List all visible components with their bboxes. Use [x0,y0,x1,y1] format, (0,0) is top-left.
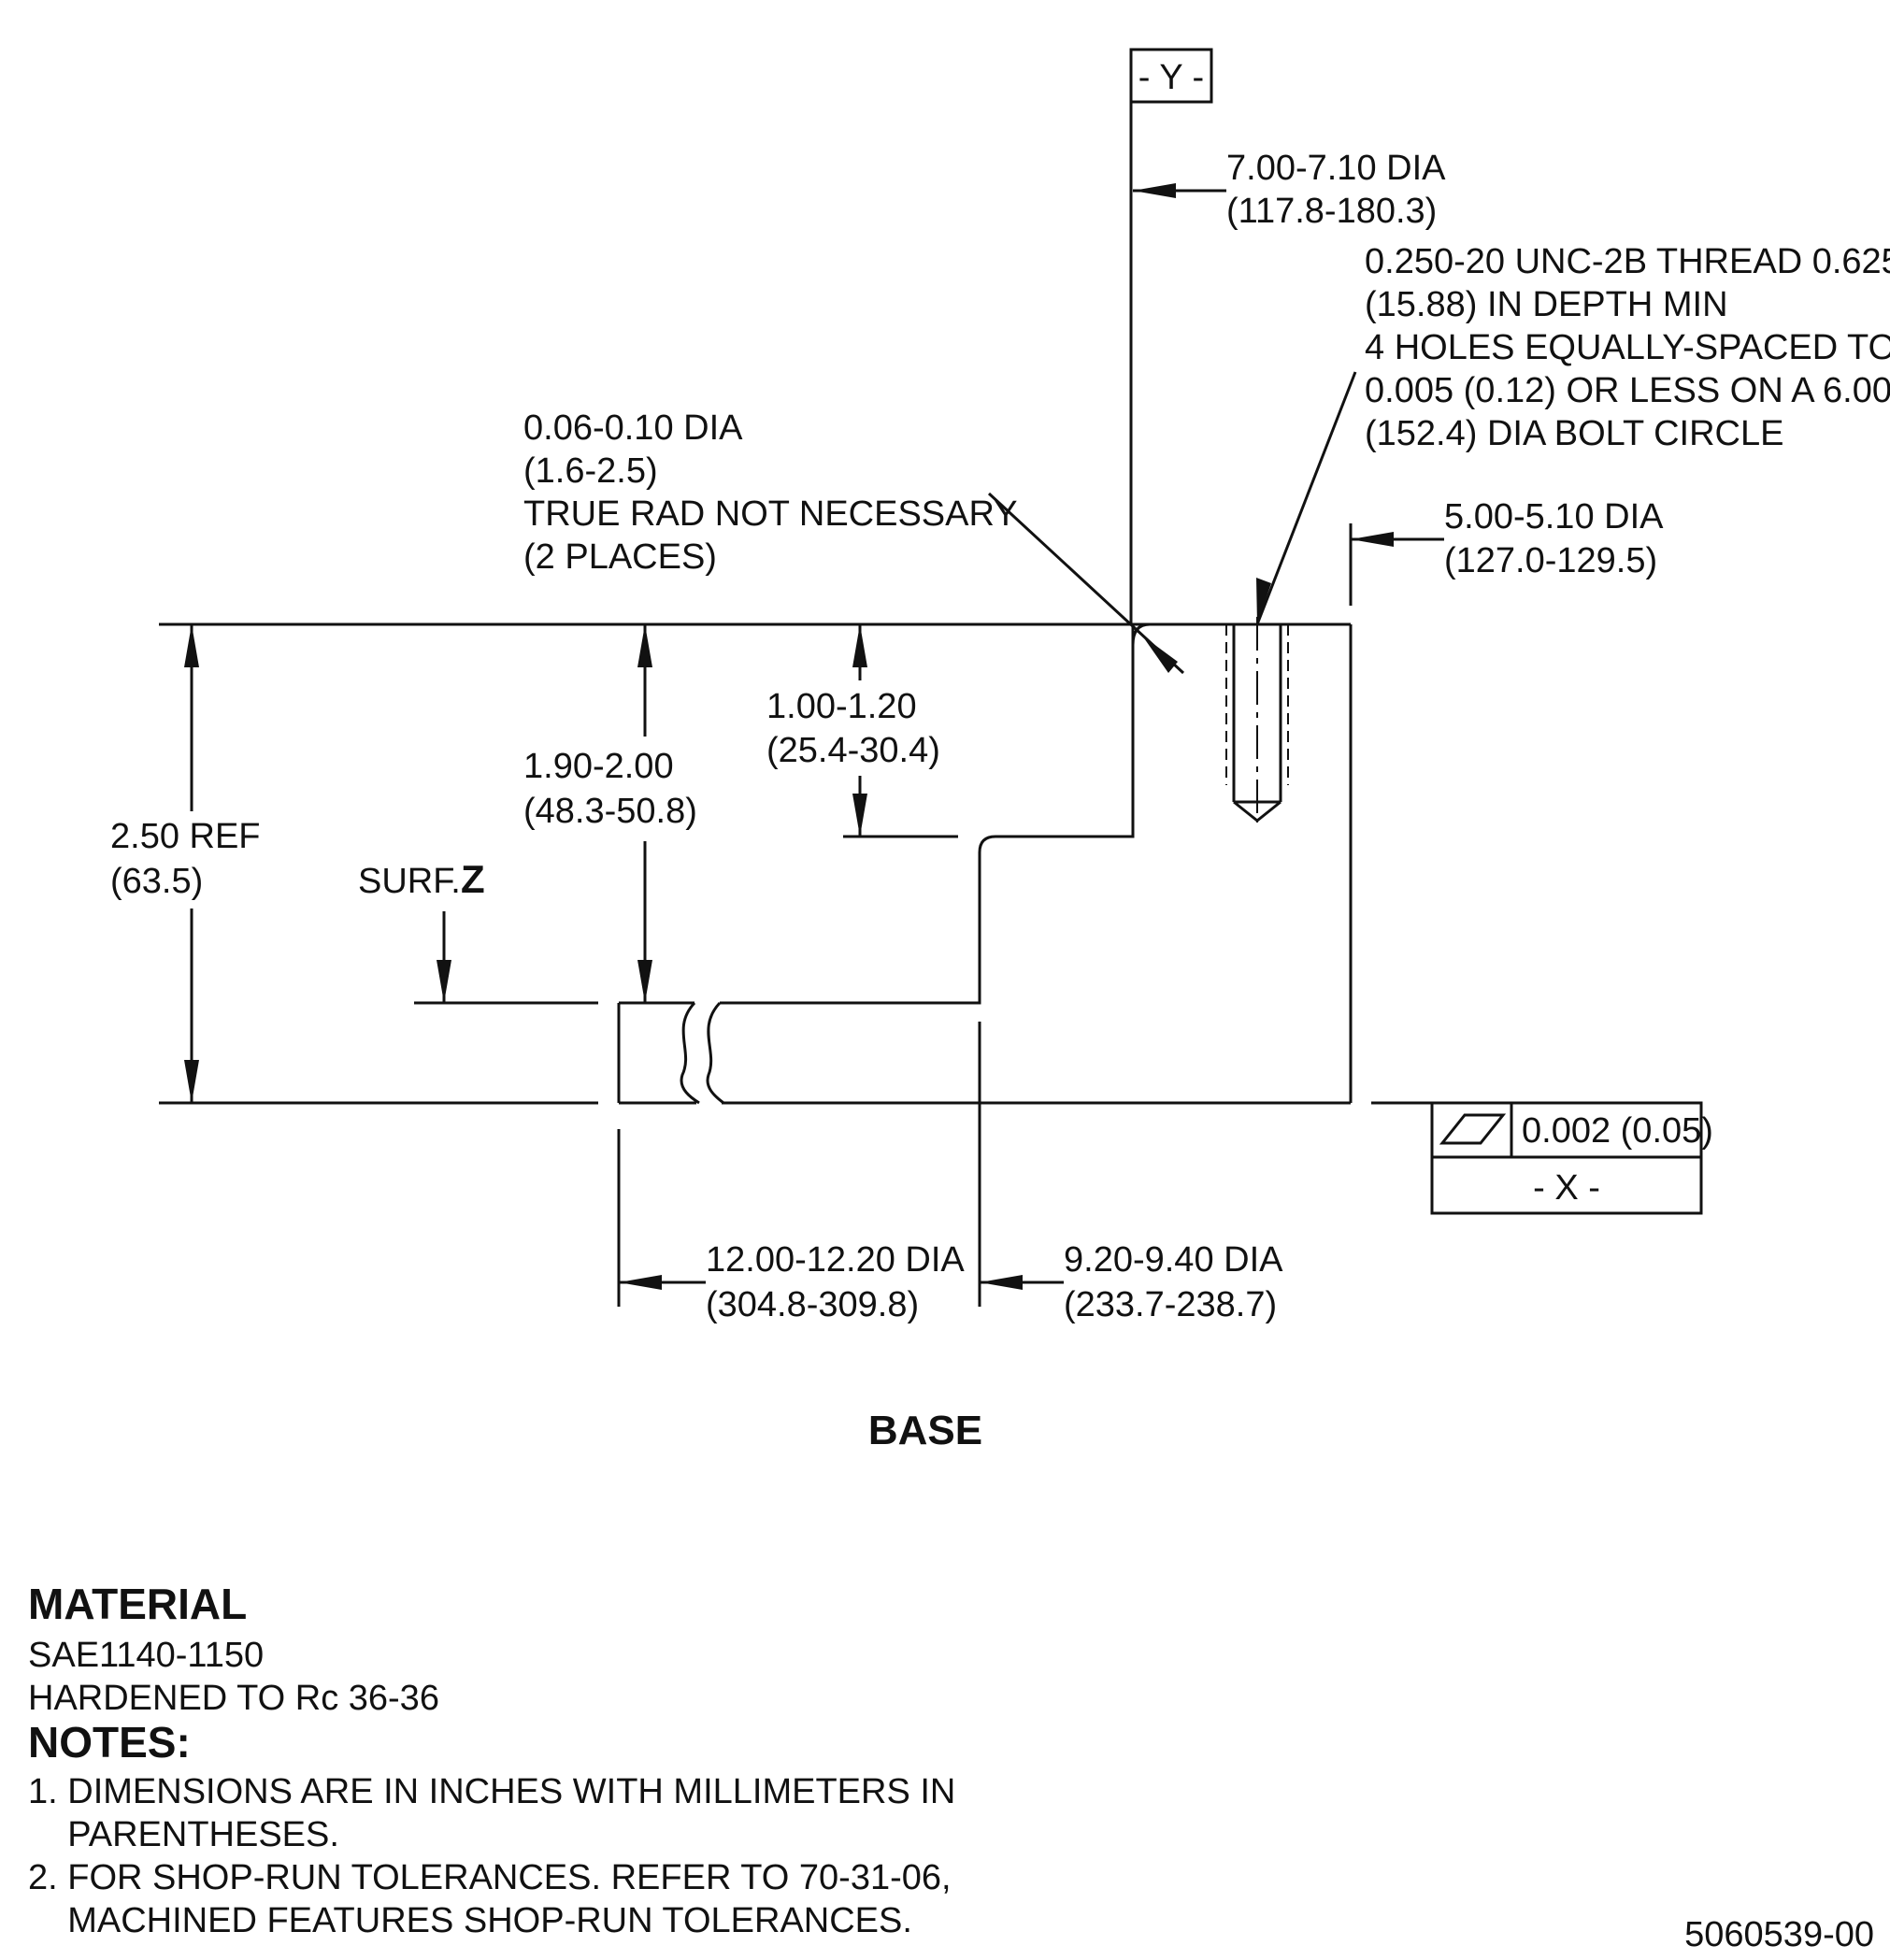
thread-line4: 0.005 (0.12) OR LESS ON A 6.00 [1365,371,1890,410]
dia-7-line2: (117.8-180.3) [1226,192,1437,231]
dim-190-line1: 1.90-2.00 [523,747,674,786]
drawing-number: 5060539-00 [1684,1915,1874,1954]
view-title: BASE [868,1408,982,1453]
surf-label: SURF. [358,862,461,901]
datum-y-label: - Y - [1138,58,1204,97]
surf-letter: Z [461,857,485,901]
threaded-hole [1225,617,1289,823]
note-line1: 1. DIMENSIONS ARE IN INCHES WITH MILLIME… [28,1772,955,1811]
flatness-value: 0.002 (0.05) [1522,1111,1713,1151]
dia-9-line2: (233.7-238.7) [1064,1285,1277,1324]
radius-line2: (1.6-2.5) [523,451,658,491]
dim-190-line2: (48.3-50.8) [523,792,697,831]
part-outline [159,622,1353,1105]
notes-heading: NOTES: [28,1718,191,1767]
dia-7-line1: 7.00-7.10 DIA [1226,149,1446,188]
thread-line3: 4 HOLES EQUALLY-SPACED TO [1365,328,1890,367]
flatness-icon [1439,1113,1507,1145]
thread-line2: (15.88) IN DEPTH MIN [1365,285,1728,324]
dia-5-line1: 5.00-5.10 DIA [1444,497,1664,536]
note-line4: MACHINED FEATURES SHOP-RUN TOLERANCES. [28,1901,912,1940]
dim-100-line1: 1.00-1.20 [766,687,917,726]
radius-line4: (2 PLACES) [523,537,717,577]
dim-250-line1: 2.50 REF [110,817,261,856]
radius-line3: TRUE RAD NOT NECESSARY [523,494,1018,534]
thread-line5: (152.4) DIA BOLT CIRCLE [1365,414,1783,453]
dia-12-line2: (304.8-309.8) [706,1285,919,1324]
thread-line1: 0.250-20 UNC-2B THREAD 0.625 [1365,242,1890,281]
dia-12-line1: 12.00-12.20 DIA [706,1240,965,1280]
material-line2: HARDENED TO Rc 36-36 [28,1679,439,1718]
dim-100-line2: (25.4-30.4) [766,731,940,770]
note-line2: PARENTHESES. [28,1815,339,1854]
radius-line1: 0.06-0.10 DIA [523,408,743,448]
note-line3: 2. FOR SHOP-RUN TOLERANCES. REFER TO 70-… [28,1858,952,1897]
material-heading: MATERIAL [28,1580,247,1628]
datum-y-feature: - Y - [1129,48,1213,624]
dia-9-line1: 9.20-9.40 DIA [1064,1240,1283,1280]
flatness-control-frame: 0.002 (0.05) - X - [1371,1101,1713,1215]
dim-250-line2: (63.5) [110,862,203,901]
datum-x-label: - X - [1533,1168,1600,1208]
material-line1: SAE1140-1150 [28,1636,264,1675]
dia-5-line2: (127.0-129.5) [1444,541,1657,580]
